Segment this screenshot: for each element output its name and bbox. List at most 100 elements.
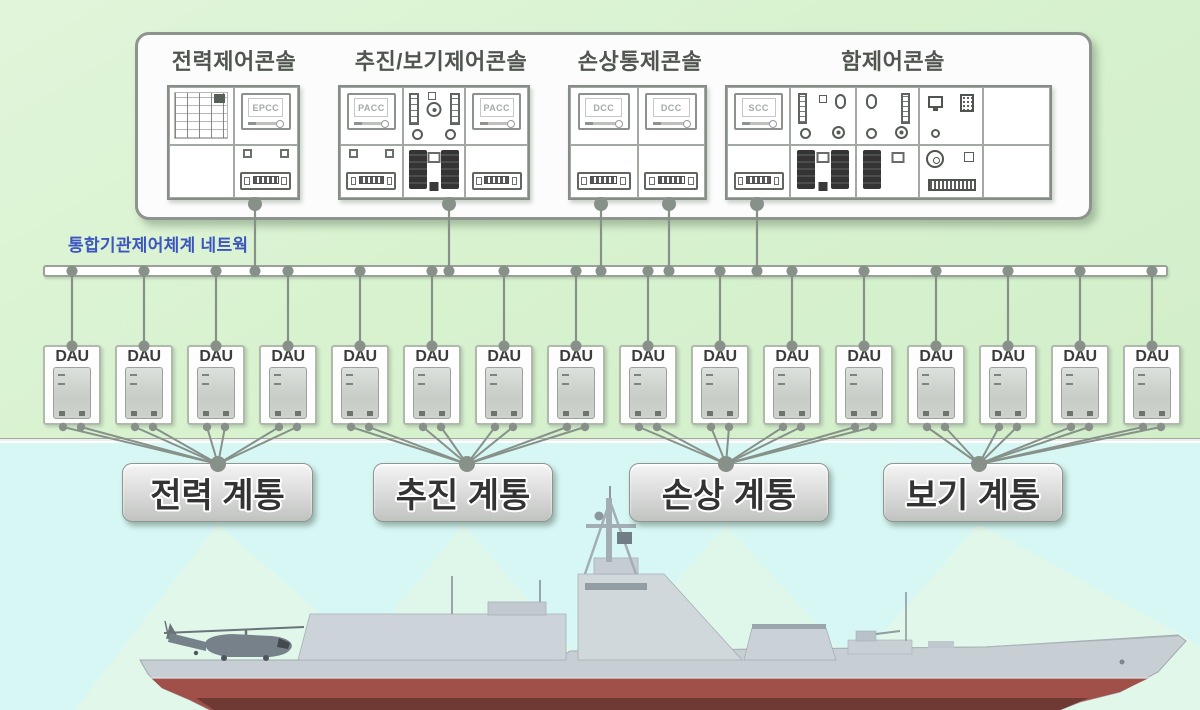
dau-device-icon [197, 367, 235, 419]
screen-label: PACC [479, 98, 514, 118]
console-ship-control: SCC [725, 85, 1052, 200]
dau-label: DAU [127, 348, 161, 365]
screen-label: PACC [354, 98, 389, 118]
dau-label: DAU [919, 348, 953, 365]
system-label: 추진 계통 [395, 477, 531, 515]
helicopter-icon [163, 620, 305, 661]
monitor-pacc-right: PACC [465, 87, 528, 145]
monitor-base [354, 120, 390, 129]
console-title-power: 전력제어콘솔 [171, 49, 297, 74]
keyboard-icon [733, 171, 784, 191]
keyboard-panel [727, 144, 791, 198]
system-box-damage: 손상 계통 [629, 463, 829, 522]
dau-label: DAU [415, 348, 449, 365]
dau-device-icon [413, 367, 451, 419]
monitor-icon: EPCC [240, 93, 291, 130]
naval-ship-icon [139, 486, 1187, 710]
dau-device-icon [845, 367, 883, 419]
scope-keyboard-panel [918, 144, 983, 198]
keyboard-icon [346, 171, 397, 191]
monitor-scc: SCC [727, 87, 791, 145]
dau-device-icon [125, 367, 163, 419]
equipment-rack-icon [790, 144, 857, 198]
system-box-aux: 보기 계통 [883, 463, 1063, 522]
keyboard-panel [233, 144, 298, 198]
dau-unit: DAU [331, 345, 389, 425]
system-box-propulsion: 추진 계통 [373, 463, 553, 522]
dau-device-icon [773, 367, 811, 419]
monitor-base [741, 120, 778, 129]
dau-label: DAU [703, 348, 737, 365]
dau-unit: DAU [403, 345, 461, 425]
dau-label: DAU [1063, 348, 1097, 365]
dau-unit: DAU [619, 345, 677, 425]
dau-device-icon [917, 367, 955, 419]
valve-icon-panel [790, 87, 857, 145]
dau-unit: DAU [763, 345, 821, 425]
monitor-base [652, 120, 691, 129]
blank-panel [169, 144, 234, 198]
system-label: 전력 계통 [150, 477, 285, 515]
dau-device-icon [1133, 367, 1171, 419]
monitor-dcc-right: DCC [637, 87, 705, 145]
screen-label: DCC [585, 98, 623, 118]
equipment-rack-icon [402, 144, 466, 198]
dau-label: DAU [631, 348, 665, 365]
equipment-rack-icon [856, 144, 919, 198]
monitor-base [585, 120, 623, 129]
network-bus-line [43, 265, 1168, 277]
dau-label: DAU [55, 348, 89, 365]
monitor-icon: DCC [645, 93, 698, 130]
monitor-icon: PACC [347, 93, 396, 130]
screen-label: SCC [741, 98, 776, 118]
keyboard-panel [340, 144, 403, 198]
dau-unit: DAU [979, 345, 1037, 425]
switchgear-panel [169, 87, 234, 145]
dau-device-icon [701, 367, 739, 419]
dau-unit: DAU [907, 345, 965, 425]
keyboard-icon [576, 171, 631, 191]
blank-panel [982, 144, 1050, 198]
screen-label: EPCC [248, 98, 284, 118]
dau-device-icon [341, 367, 379, 419]
keyboard-panel [570, 144, 638, 198]
console-propulsion-aux: PACC PACC [338, 85, 530, 200]
dau-unit: DAU [835, 345, 893, 425]
dau-device-icon [269, 367, 307, 419]
monitor-epcc: EPCC [233, 87, 298, 145]
dau-unit: DAU [259, 345, 317, 425]
switchgear-icon [174, 91, 229, 139]
keyboard-icon [644, 171, 699, 191]
console-power: EPCC [167, 85, 300, 200]
valve-icon-panel [856, 87, 919, 145]
dau-unit: DAU [475, 345, 533, 425]
monitor-dcc-left: DCC [570, 87, 638, 145]
console-damage-control: DCC DCC [568, 85, 707, 200]
dau-device-icon [1061, 367, 1099, 419]
monitor-base [248, 120, 285, 129]
system-box-power: 전력 계통 [122, 463, 313, 522]
dau-label: DAU [343, 348, 377, 365]
dau-unit: DAU [1051, 345, 1109, 425]
dau-label: DAU [271, 348, 305, 365]
dau-label: DAU [1135, 348, 1169, 365]
dau-label: DAU [775, 348, 809, 365]
divider-line [0, 438, 1200, 441]
dau-device-icon [989, 367, 1027, 419]
dau-label: DAU [559, 348, 593, 365]
dau-device-icon [629, 367, 667, 419]
monitor-icon: SCC [734, 93, 784, 130]
monitor-icon: DCC [577, 93, 630, 130]
dau-unit: DAU [1123, 345, 1181, 425]
dau-device-icon [53, 367, 91, 419]
indicator-squares-icon [348, 149, 394, 159]
console-title-propulsion-aux: 추진/보기제어콘솔 [354, 49, 528, 74]
dau-device-icon [557, 367, 595, 419]
dau-label: DAU [199, 348, 233, 365]
dau-unit: DAU [547, 345, 605, 425]
dau-unit: DAU [43, 345, 101, 425]
keyboard-icon [471, 171, 522, 191]
network-label: 통합기관제어체계 네트웍 [68, 236, 249, 255]
indicator-squares-icon [242, 149, 289, 159]
